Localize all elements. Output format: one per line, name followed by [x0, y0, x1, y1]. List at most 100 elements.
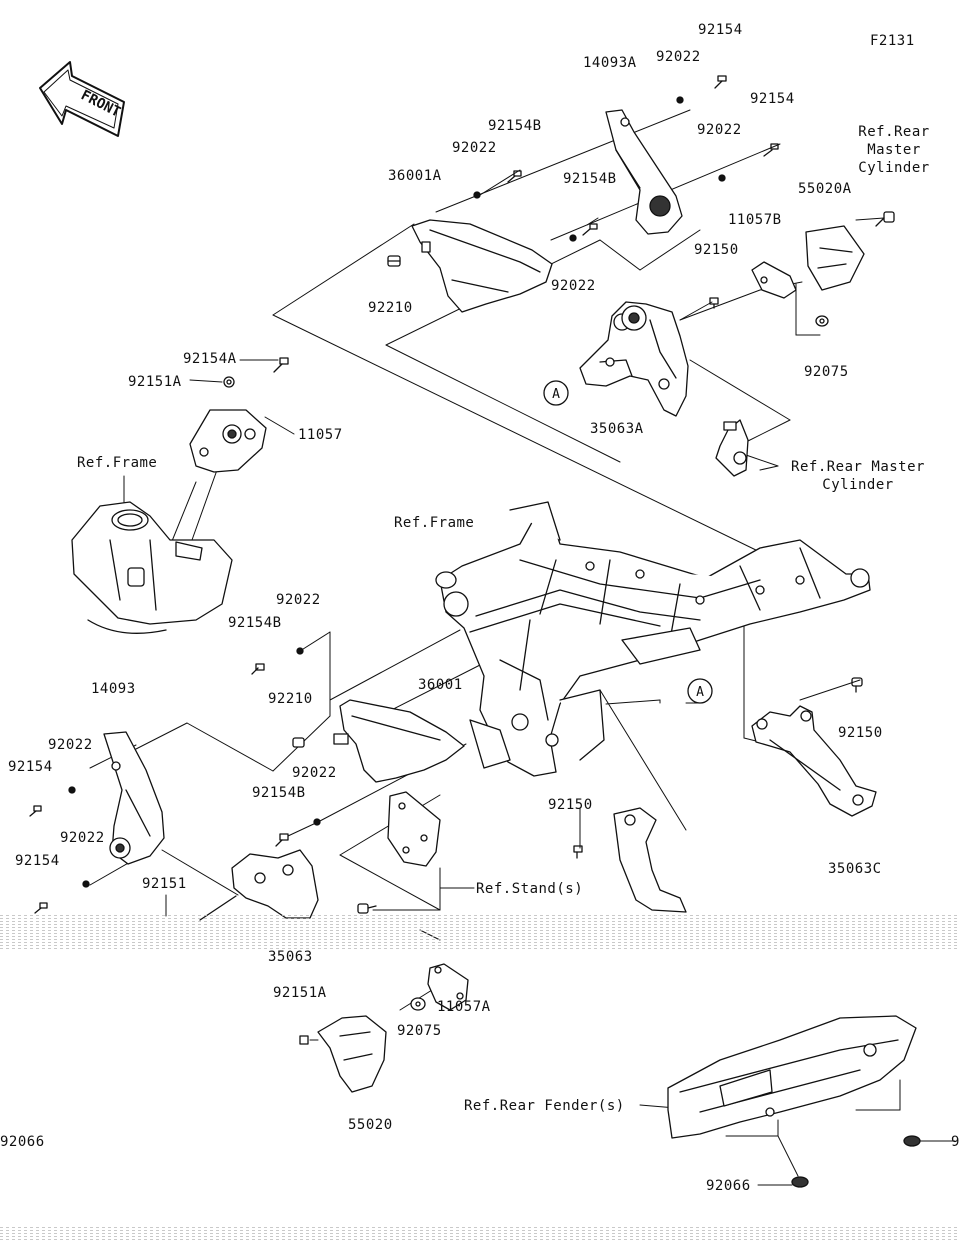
part-label-92210: 92210 — [268, 691, 313, 707]
part-label-92154b: 92154B — [488, 118, 542, 134]
part-label-92066: 92066 — [706, 1178, 751, 1194]
nut-icon — [387, 255, 401, 267]
bolt-icon — [275, 833, 289, 847]
part-label-14093: 14093 — [91, 681, 136, 697]
figure-code: F2131 — [870, 33, 915, 49]
ref-stands-label: Ref.Stand(s) — [476, 881, 584, 897]
reference-marker-a — [687, 678, 713, 704]
frame-ref-left-part — [71, 501, 233, 634]
stand-ref-leg-part — [613, 807, 687, 913]
main-frame-part — [435, 501, 871, 777]
bolt-icon — [709, 297, 719, 309]
nut-icon — [292, 737, 305, 748]
bracket-14093a-part — [605, 109, 683, 235]
part-label-92151a: 92151A — [273, 985, 327, 1001]
rear-master-cylinder-part — [715, 419, 749, 477]
bracket-14093-part — [103, 731, 165, 865]
ref-frame-label: Ref.Frame — [77, 455, 158, 471]
part-label-92022: 92022 — [292, 765, 337, 781]
washer-icon — [296, 647, 304, 655]
part-label-92150: 92150 — [694, 242, 739, 258]
part-label-92066: 92066 — [0, 1134, 45, 1150]
part-label-92154b: 92154B — [563, 171, 617, 187]
ref-rear-master-cylinder-label: Ref.Rear Master Cylinder — [791, 459, 925, 493]
part-label-92150: 92150 — [838, 725, 883, 741]
part-label-92154a: 92154A — [183, 351, 237, 367]
part-label-92154: 92154 — [698, 22, 743, 38]
rear-fender-ref-part — [667, 1015, 917, 1139]
part-label-92210: 92210 — [368, 300, 413, 316]
bolt-icon — [714, 75, 727, 89]
bracket-35063c-part — [751, 705, 877, 817]
part-label-92022: 92022 — [276, 592, 321, 608]
part-label-92151a: 92151A — [128, 374, 182, 390]
bolt-icon — [34, 902, 48, 914]
part-label-92022: 92022 — [452, 140, 497, 156]
part-label-36001a: 36001A — [388, 168, 442, 184]
part-label-11057a: 11057A — [437, 999, 491, 1015]
plate-11057a-part — [427, 963, 469, 1011]
part-label-92022: 92022 — [60, 830, 105, 846]
washer-icon — [473, 191, 481, 199]
part-label-14093a: 14093A — [583, 55, 637, 71]
part-label-35063a: 35063A — [590, 421, 644, 437]
part-label-92022: 92022 — [48, 737, 93, 753]
reference-marker-a — [543, 380, 569, 406]
part-label-36001: 36001 — [418, 677, 463, 693]
bolt-icon — [582, 223, 598, 236]
washer-icon — [569, 234, 577, 242]
ref-rear-fender-label: Ref.Rear Fender(s) — [464, 1098, 625, 1114]
bolt-icon — [357, 903, 377, 914]
part-label-92154b: 92154B — [228, 615, 282, 631]
part-label-92022: 92022 — [656, 49, 701, 65]
part-label-92151: 92151 — [142, 876, 187, 892]
plate-11057b-part — [751, 261, 797, 299]
part-label-55020a: 55020A — [798, 181, 852, 197]
front-arrow-icon — [39, 61, 125, 137]
part-label-11057: 11057 — [298, 427, 343, 443]
reference-marker-a-label: A — [552, 387, 560, 402]
scan-artifact — [0, 914, 960, 1240]
ref-frame-label: Ref.Frame — [394, 515, 475, 531]
part-label-35063c: 35063C — [828, 861, 882, 877]
part-label-92066-cut: 9 — [951, 1134, 960, 1150]
bolt-icon — [251, 663, 265, 675]
bracket-35063-part — [199, 849, 319, 921]
part-label-92022: 92022 — [697, 122, 742, 138]
part-label-92150: 92150 — [548, 797, 593, 813]
rubber-plug-icon — [791, 1176, 809, 1188]
bolt-icon — [763, 143, 779, 157]
washer-icon — [223, 376, 235, 388]
part-label-11057b: 11057B — [728, 212, 782, 228]
guard-55020-part — [317, 1015, 387, 1093]
bolt-icon — [875, 211, 895, 227]
washer-icon — [68, 786, 76, 794]
part-label-35063: 35063 — [268, 949, 313, 965]
bolt-icon — [851, 677, 863, 693]
washer-icon — [676, 96, 684, 104]
bolt-icon — [573, 845, 583, 859]
part-label-92154b: 92154B — [252, 785, 306, 801]
part-label-92075: 92075 — [804, 364, 849, 380]
guard-55020a-part — [805, 225, 865, 291]
bolt-icon — [299, 1035, 309, 1045]
part-label-55020: 55020 — [348, 1117, 393, 1133]
part-label-92154: 92154 — [15, 853, 60, 869]
ref-rear-master-cylinder-label: Ref.Rear Master Cylinder — [858, 124, 930, 176]
cover-36001-part — [333, 699, 465, 783]
washer-icon — [82, 880, 90, 888]
part-label-92022: 92022 — [551, 278, 596, 294]
bracket-35063a-part — [579, 301, 689, 417]
washer-icon — [410, 997, 426, 1011]
washer-icon — [815, 315, 829, 327]
bracket-11057-part — [189, 409, 267, 473]
bolt-icon — [507, 170, 522, 183]
bolt-icon — [29, 805, 42, 817]
rubber-plug-icon — [903, 1135, 921, 1147]
part-label-92154: 92154 — [750, 91, 795, 107]
stand-ref-bracket-part — [387, 791, 441, 867]
part-label-92154: 92154 — [8, 759, 53, 775]
cover-36001a-part — [411, 219, 553, 313]
